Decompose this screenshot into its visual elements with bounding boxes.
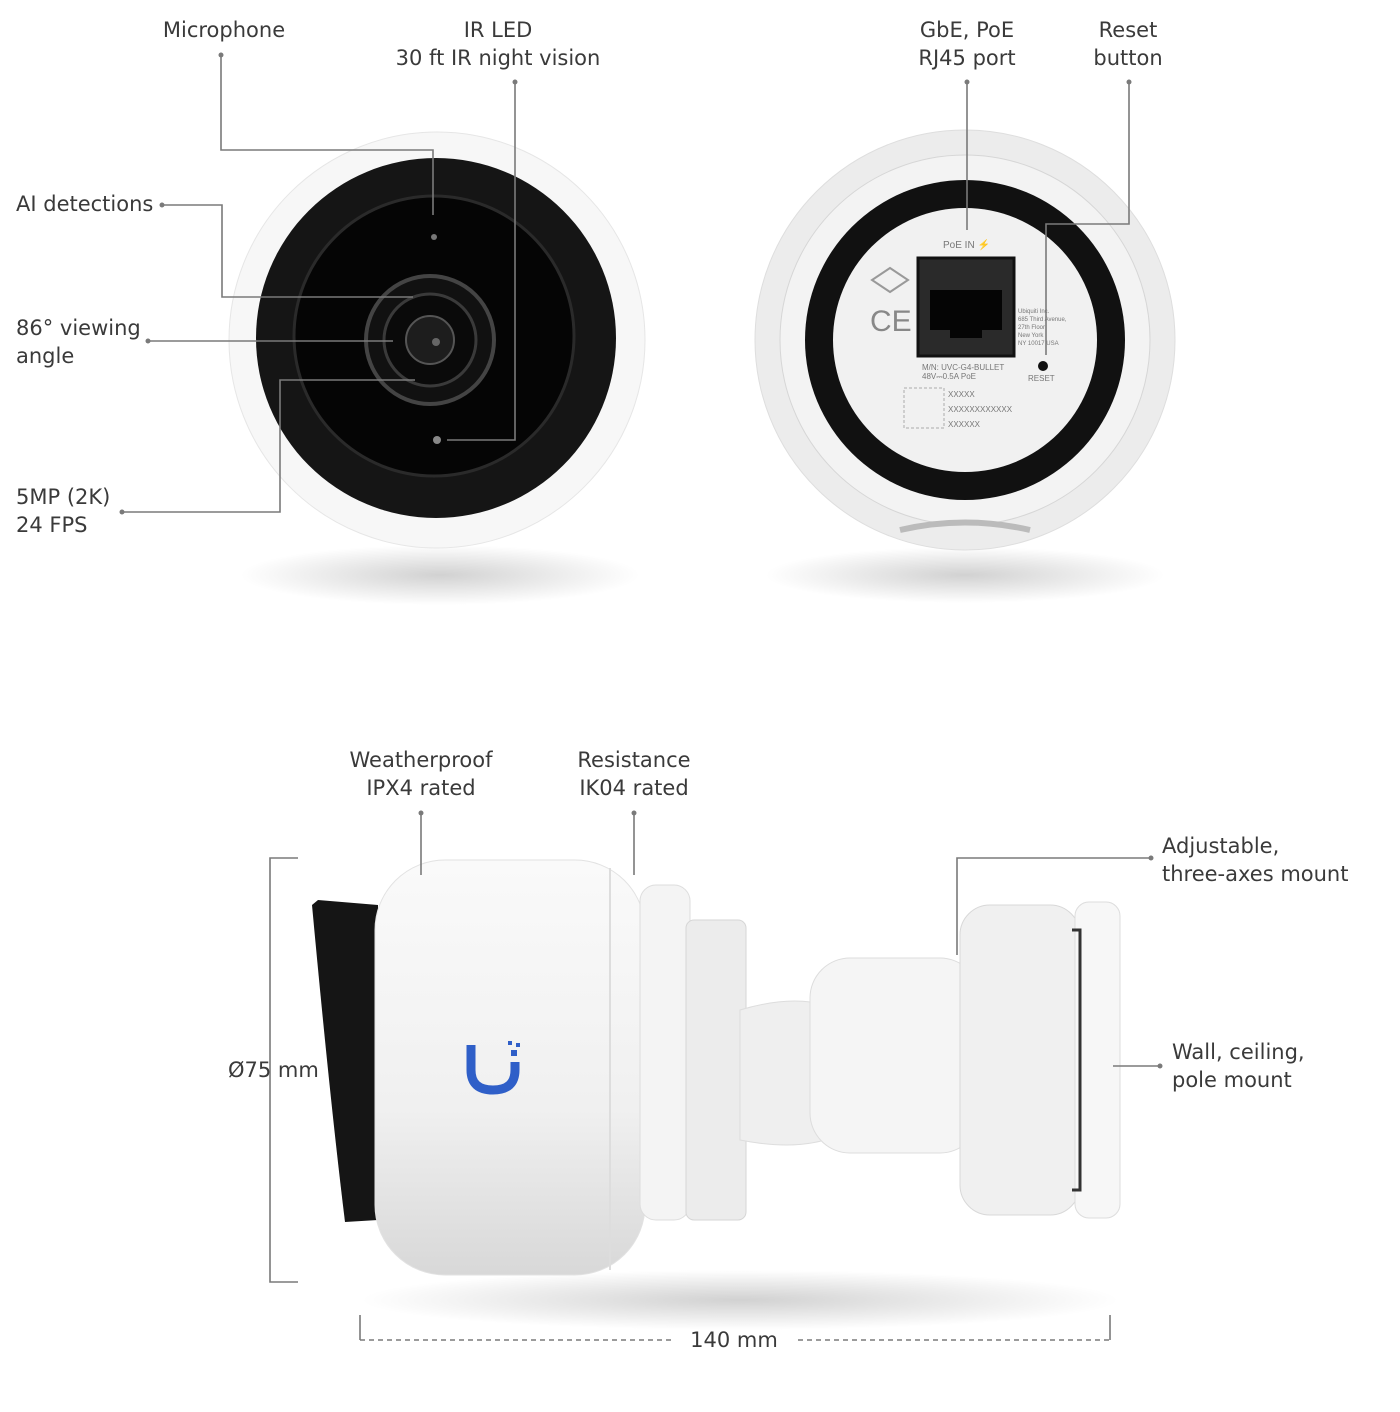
svg-text:CE: CE	[870, 305, 912, 338]
callout-line: 30 ft IR night vision	[395, 46, 601, 70]
callout-port: GbE, PoE RJ45 port	[918, 16, 1015, 72]
callout-resistance: Resistance IK04 rated	[577, 746, 690, 802]
callout-line: Reset	[1098, 18, 1158, 42]
address-line: Ubiquiti Inc.	[1018, 309, 1050, 315]
callout-line: 5MP (2K)	[16, 485, 111, 509]
address-line: New York	[1018, 333, 1044, 339]
code-2: XXXXXXXXXXXX	[948, 405, 1013, 414]
poe-in-label: PoE IN ⚡	[943, 240, 990, 251]
microphone-hole	[431, 234, 437, 240]
callout-line: Resistance	[577, 748, 691, 772]
callout-ai-detections: AI detections	[16, 192, 154, 216]
callout-line: pole mount	[1172, 1068, 1292, 1092]
callout-line: IPX4 rated	[366, 776, 476, 800]
callout-line: IK04 rated	[579, 776, 689, 800]
manufacturer-address: Ubiquiti Inc. 685 Third Avenue, 27th Flo…	[1018, 308, 1066, 348]
leader-lines	[122, 55, 1160, 1341]
callout-line: RJ45 port	[918, 46, 1016, 70]
address-line: 685 Third Avenue,	[1018, 317, 1067, 323]
address-line: 27th Floor	[1018, 325, 1046, 331]
callout-viewing-angle: 86° viewing angle	[16, 314, 141, 370]
callout-line: angle	[16, 344, 75, 368]
dimension-length: 140 mm	[690, 1328, 778, 1352]
power-rating: 48V⎓0.5A PoE	[922, 372, 976, 381]
callout-weatherproof: Weatherproof IPX4 rated	[349, 746, 492, 802]
callout-ir-led: IR LED 30 ft IR night vision	[396, 16, 601, 72]
leader-dots	[119, 52, 1163, 1069]
camera-back-view: CE	[754, 129, 1176, 603]
ir-led	[433, 436, 441, 444]
callout-line: IR LED	[463, 18, 533, 42]
callout-resolution: 5MP (2K) 24 FPS	[16, 483, 110, 539]
reset-button-hole	[1038, 361, 1048, 371]
callout-microphone: Microphone	[162, 18, 286, 42]
callout-line: Wall, ceiling,	[1172, 1040, 1305, 1064]
ubiquiti-logo	[466, 1041, 520, 1095]
code-3: XXXXXX	[948, 420, 981, 429]
callout-line: 86° viewing	[16, 316, 141, 340]
callout-line: button	[1093, 46, 1163, 70]
camera-front-view	[228, 131, 646, 605]
callout-reset: Reset button	[1093, 16, 1162, 72]
callout-line: Adjustable,	[1162, 834, 1280, 858]
camera-side-view	[312, 859, 1121, 1330]
reset-label: RESET	[1028, 374, 1055, 383]
callout-line: 24 FPS	[16, 513, 88, 537]
address-line: NY 10017 USA	[1018, 341, 1059, 347]
dimension-diameter: Ø75 mm	[228, 1058, 319, 1082]
sun-hood	[312, 900, 378, 1222]
code-1: XXXXX	[948, 390, 975, 399]
callout-line: GbE, PoE	[919, 18, 1015, 42]
callout-line: three-axes mount	[1162, 862, 1349, 886]
model-number: M/N: UVC-G4-BULLET	[922, 363, 1005, 372]
callout-adjustable-mount: Adjustable, three-axes mount	[1162, 832, 1348, 888]
callout-line: Weatherproof	[349, 748, 493, 772]
callout-mount-types: Wall, ceiling, pole mount	[1172, 1038, 1305, 1094]
